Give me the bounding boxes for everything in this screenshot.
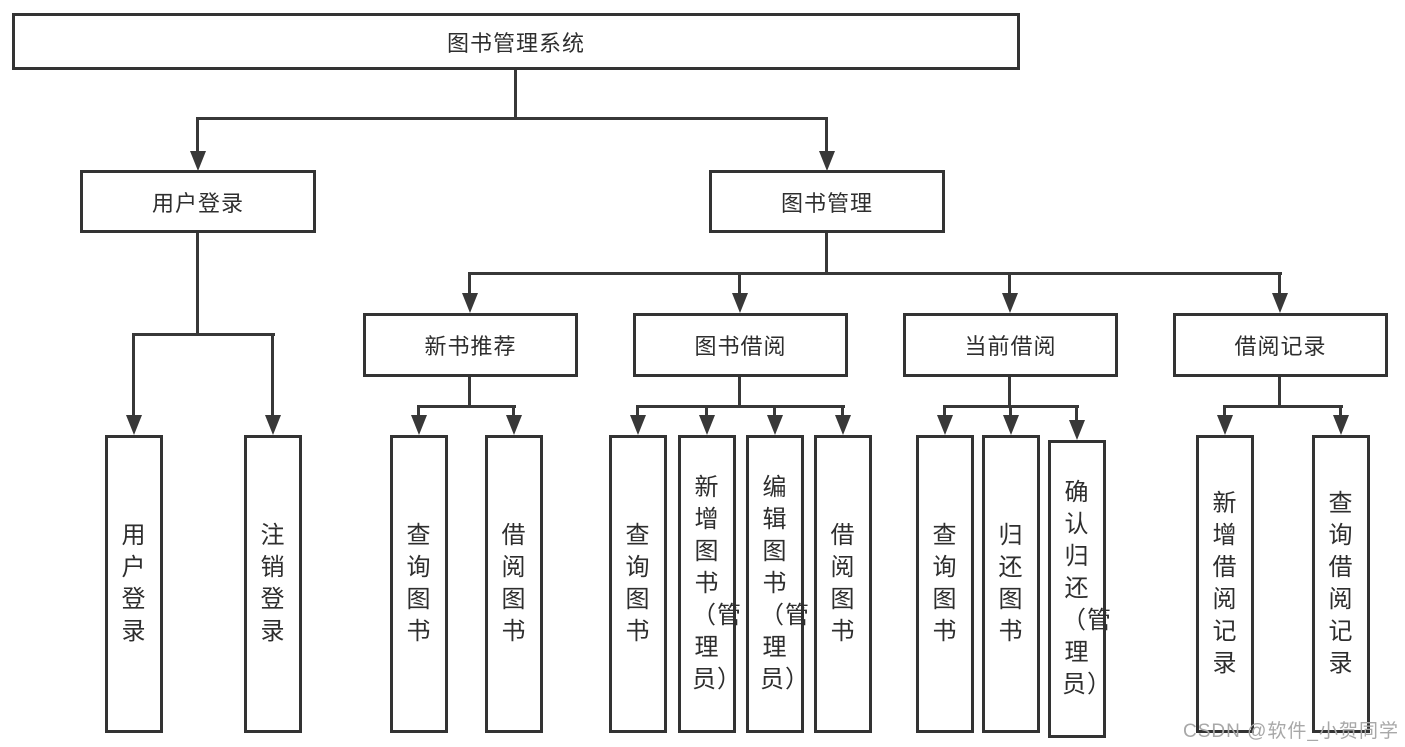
node-borrow-record: 借阅记录 [1173,313,1388,377]
leaf-recommend-borrow-book: 借阅图书 [485,435,543,733]
connector-line [1339,405,1342,417]
connector-line [468,272,1282,275]
node-root-label: 图书管理系统 [446,30,585,56]
leaf-logout-label: 注销登录 [260,522,286,645]
connector-line [196,233,199,336]
connector-line [773,405,776,417]
leaf-edit-book-admin-label: 编辑图书（管理员） [760,474,810,693]
connector-line [738,377,741,408]
connector-line [1278,377,1281,408]
node-book-borrow: 图书借阅 [633,313,848,377]
connector-line [1008,272,1011,295]
arrowhead-down-icon [1002,293,1018,313]
connector-line [1008,377,1011,408]
connector-line [1223,405,1226,417]
connector-line [825,233,828,275]
connector-line [132,333,135,417]
leaf-recommend-borrow-book-label: 借阅图书 [501,522,527,645]
connector-line [1075,405,1078,422]
node-new-book-recommend-label: 新书推荐 [424,334,517,359]
connector-line [825,117,828,155]
connector-line [514,70,517,120]
arrowhead-down-icon [1333,415,1349,435]
leaf-query-borrow-record: 查询借阅记录 [1312,435,1370,733]
node-book-management-branch-label: 图书管理 [780,190,873,216]
connector-line [1223,405,1343,408]
connector-line [738,272,741,295]
node-book-borrow-label: 图书借阅 [694,334,787,359]
leaf-current-query-book-label: 查询图书 [932,522,958,645]
arrowhead-down-icon [462,293,478,313]
leaf-logout: 注销登录 [244,435,302,733]
arrowhead-down-icon [190,151,206,171]
leaf-add-book-admin-label: 新增图书（管理员） [692,474,742,693]
arrowhead-down-icon [1069,420,1085,440]
connector-line [943,405,946,417]
arrowhead-down-icon [1217,415,1233,435]
node-new-book-recommend: 新书推荐 [363,313,578,377]
arrowhead-down-icon [835,415,851,435]
arrowhead-down-icon [265,415,281,435]
node-user-login-branch-label: 用户登录 [151,190,244,216]
leaf-query-borrow-record-label: 查询借阅记录 [1328,490,1354,677]
leaf-recommend-query-book: 查询图书 [390,435,448,733]
arrowhead-down-icon [1003,415,1019,435]
node-root: 图书管理系统 [12,13,1020,70]
leaf-borrow-query-book: 查询图书 [609,435,667,733]
connector-line [132,333,275,336]
node-book-management-branch: 图书管理 [709,170,945,233]
node-current-borrow: 当前借阅 [903,313,1118,377]
leaf-edit-book-admin: 编辑图书（管理员） [746,435,810,733]
arrowhead-down-icon [819,151,835,171]
leaf-user-login-label: 用户登录 [121,522,147,645]
leaf-recommend-query-book-label: 查询图书 [406,522,432,645]
connector-line [512,405,515,417]
leaf-confirm-return-admin-label: 确认归还（管理员） [1062,479,1112,698]
arrowhead-down-icon [767,415,783,435]
leaf-return-book: 归还图书 [982,435,1040,733]
leaf-user-login: 用户登录 [105,435,163,733]
connector-line [1009,405,1012,417]
connector-line [636,405,639,417]
connector-line [1278,272,1281,295]
connector-line [417,405,516,408]
arrowhead-down-icon [937,415,953,435]
connector-line [841,405,844,417]
leaf-borrow-book-label: 借阅图书 [830,522,856,645]
leaf-confirm-return-admin: 确认归还（管理员） [1048,440,1112,738]
node-user-login-branch: 用户登录 [80,170,316,233]
connector-line [196,117,828,120]
leaf-add-borrow-record: 新增借阅记录 [1196,435,1254,733]
csdn-watermark: CSDN @软件_小贺同学 [1183,721,1399,742]
leaf-add-book-admin: 新增图书（管理员） [678,435,742,733]
connector-line [417,405,420,417]
arrowhead-down-icon [732,293,748,313]
connector-line [271,333,274,417]
connector-line [196,117,199,155]
leaf-current-query-book: 查询图书 [916,435,974,733]
arrowhead-down-icon [411,415,427,435]
leaf-add-borrow-record-label: 新增借阅记录 [1212,490,1238,677]
arrowhead-down-icon [630,415,646,435]
leaf-borrow-query-book-label: 查询图书 [625,522,651,645]
connector-line [705,405,708,417]
arrowhead-down-icon [506,415,522,435]
arrowhead-down-icon [126,415,142,435]
node-borrow-record-label: 借阅记录 [1234,334,1327,359]
connector-line [468,377,471,408]
leaf-return-book-label: 归还图书 [998,522,1024,645]
connector-line [636,405,845,408]
node-current-borrow-label: 当前借阅 [964,334,1057,359]
arrowhead-down-icon [1272,293,1288,313]
arrowhead-down-icon [699,415,715,435]
connector-line [468,272,471,295]
leaf-borrow-book: 借阅图书 [814,435,872,733]
